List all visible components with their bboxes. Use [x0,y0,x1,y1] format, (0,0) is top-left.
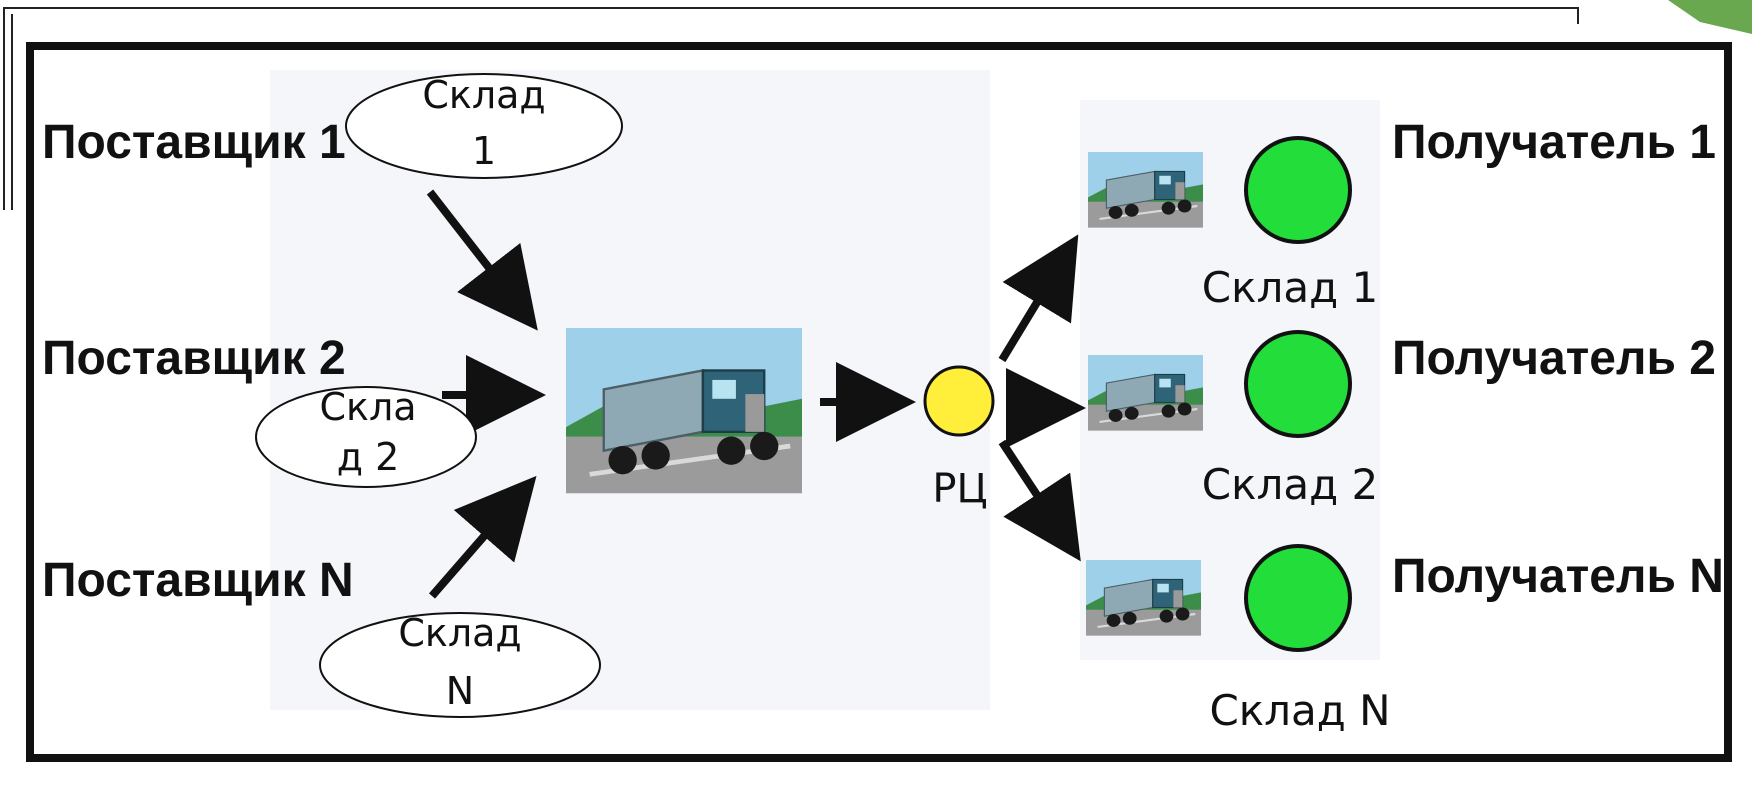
recipient-truck-icon-N [1084,558,1203,637]
arrow-supplierN-to-transport [428,475,537,599]
supplier-label-N: Поставщик N [42,554,354,607]
recipient-warehouse-label-2: Склад 2 [1202,460,1378,509]
main-truck-icon [566,328,802,493]
supplier-warehouse-N-line-2: N [446,669,474,713]
supplier-label-1: Поставщик 1 [42,116,346,169]
supplier-warehouse-2-line-1: Скла [319,385,416,429]
supplier-warehouse-1: Склад 1 [345,73,623,179]
recipient-truck-icon-2 [1086,353,1205,432]
recipient-warehouse-label-N: Склад N [1209,686,1390,735]
corner-accent [1668,0,1752,34]
supplier-warehouse-2-line-2: д 2 [337,435,400,479]
recipient-warehouse-circle-1 [1244,136,1352,244]
hub-node: РЦ [923,365,995,512]
hub-label: РЦ [932,466,987,512]
recipient-label-N: Получатель N [1392,550,1724,603]
flow-arrows [426,189,1086,599]
recipient-label-1: Получатель 1 [1392,116,1716,169]
recipient-warehouse-circle-N [1244,544,1352,652]
recipient-warehouse-circle-2 [1244,330,1352,438]
recipient-warehouse-label-1: Склад 1 [1202,263,1378,312]
recipient-label-2: Получатель 2 [1392,332,1716,385]
supplier-label-2: Поставщик 2 [42,332,346,385]
arrow-supplier1-to-transport [426,189,538,331]
supplier-warehouse-1-line-1: Склад [422,73,545,117]
supplier-warehouse-N: Склад N [319,611,601,718]
supplier-warehouse-N-line-1: Склад [398,611,521,655]
arrow-hub-to-recipientN [998,439,1081,562]
supplier-warehouse-1-line-2: 1 [472,129,496,173]
supplier-warehouse-2: Скла д 2 [255,385,477,488]
background-frame-top [3,7,1579,210]
arrow-hub-to-recipient1 [998,234,1079,363]
recipient-truck-icon-1 [1086,150,1205,229]
